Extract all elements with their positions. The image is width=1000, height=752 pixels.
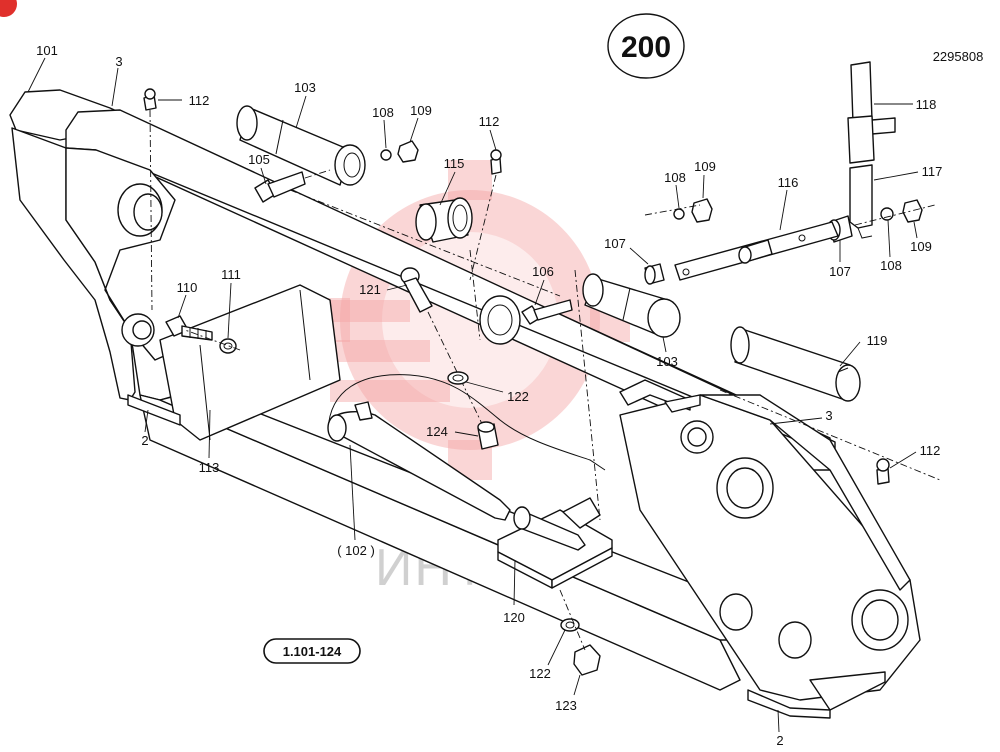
strap-116 (674, 221, 839, 281)
callout-111: 111 (221, 267, 241, 282)
grease-nipple-112-c-head (876, 458, 890, 472)
callout-120: 120 (503, 610, 525, 625)
callout-123: 123 (555, 698, 577, 713)
callout-118: 118 (916, 97, 937, 112)
sleeve-124-top (477, 421, 495, 433)
washer-122-b (560, 618, 580, 632)
spacer-107-a-end (644, 265, 656, 285)
bushing-body (479, 295, 521, 345)
washer-122-a-hole (452, 374, 464, 382)
callout-121: 121 (359, 282, 381, 297)
bolt-121 (400, 267, 486, 431)
plates-117-118 (847, 61, 896, 239)
callout-110: 110 (177, 280, 198, 295)
nut-109-a (397, 140, 419, 163)
callout-113: 113 (199, 460, 220, 475)
callout-102: ( 102 ) (337, 543, 375, 558)
callout-112-b: 112 (479, 114, 500, 129)
callout-109-b: 109 (694, 159, 716, 174)
callout-3-b: 3 (825, 408, 832, 423)
reference-range-box (263, 638, 361, 664)
callout-105: 105 (248, 152, 270, 167)
washer-108-c (880, 207, 894, 221)
callout-122-b: 122 (529, 666, 551, 681)
bushing-115 (415, 197, 473, 243)
callout-108-b: 108 (664, 170, 686, 185)
callout-107-b: 107 (829, 264, 851, 279)
washer-111 (219, 338, 237, 354)
washer-108-a (380, 149, 392, 161)
callout-109-c: 109 (910, 239, 932, 254)
leader-lines (27, 57, 919, 733)
hose-102 (327, 374, 606, 521)
callout-106: 106 (532, 264, 554, 279)
callout-116: 116 (778, 175, 799, 190)
callout-119: 119 (867, 333, 888, 348)
part-103-lower (582, 273, 681, 338)
corner-badge (0, 0, 17, 17)
callout-122-a: 122 (507, 389, 529, 404)
arm-body (9, 89, 921, 719)
page-number: 200 (621, 31, 671, 64)
callout-124: 124 (426, 424, 448, 439)
callout-112-c: 112 (920, 443, 941, 458)
callout-3-a: 3 (115, 54, 122, 69)
washer-108-b (673, 208, 685, 220)
part-103-upper (236, 105, 366, 186)
callout-101: 101 (36, 43, 58, 58)
callout-108-a: 108 (372, 105, 394, 120)
center-lines (149, 109, 941, 521)
bolt-110 (165, 315, 213, 341)
washer-122-a (447, 371, 469, 385)
page-number-circle (607, 13, 685, 79)
callout-109-a: 109 (410, 103, 432, 118)
drawing-number: 2295808 (933, 49, 984, 64)
callout-115: 115 (444, 156, 465, 171)
callout-112-a: 112 (189, 93, 210, 108)
callout-labels: 101 3 112 103 108 109 112 118 105 115 10… (36, 43, 942, 748)
washer-111-hole (223, 342, 233, 350)
callout-103-a: 103 (294, 80, 316, 95)
grease-nipple-112-b-head (490, 149, 502, 161)
washer-122-b-hole (565, 621, 575, 629)
callout-107-a: 107 (604, 236, 626, 251)
callout-2-a: 2 (141, 433, 148, 448)
grease-nipple-112-a-head (144, 88, 156, 100)
bar-119 (730, 326, 861, 402)
nut-123 (573, 644, 601, 676)
reference-range: 1.101-124 (283, 644, 342, 659)
callout-108-c: 108 (880, 258, 902, 273)
part-105-bolt (254, 169, 331, 203)
callout-117: 117 (922, 164, 943, 179)
bracket-120 (497, 497, 613, 589)
callout-103-b: 103 (656, 354, 678, 369)
nut-109-b (691, 198, 713, 223)
bushing-body-bore (487, 304, 513, 336)
callout-2-b: 2 (776, 733, 783, 748)
nut-109-c (902, 199, 923, 223)
bolt-106 (521, 299, 573, 325)
